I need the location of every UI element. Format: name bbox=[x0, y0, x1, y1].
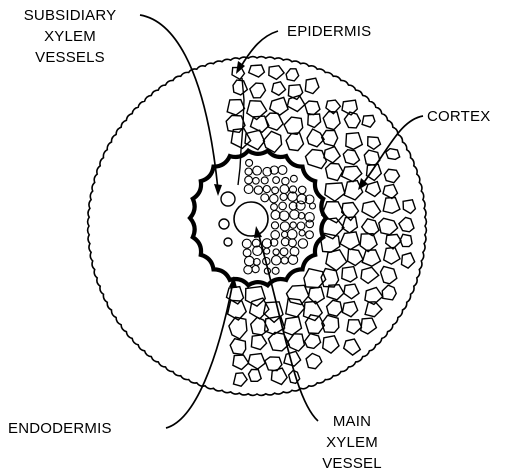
label-subsidiary-xylem-line1: SUBSIDIARY bbox=[24, 7, 117, 24]
label-subsidiary-xylem-line2: XYLEM bbox=[44, 28, 96, 45]
label-epidermis: EPIDERMIS bbox=[287, 23, 371, 40]
label-main-xylem-line1: MAIN bbox=[333, 413, 371, 430]
main-xylem-vessel bbox=[234, 202, 268, 236]
subsidiary-xylem-vessel bbox=[221, 192, 235, 206]
subsidiary-xylem-vessel bbox=[219, 219, 229, 229]
label-main-xylem-line3: VESSEL bbox=[322, 455, 382, 472]
label-subsidiary-xylem-line3: VESSELS bbox=[35, 49, 105, 66]
label-endodermis: ENDODERMIS bbox=[8, 420, 112, 437]
subsidiary-xylem-vessel bbox=[224, 238, 232, 246]
label-main-xylem-line2: XYLEM bbox=[326, 434, 378, 451]
label-cortex: CORTEX bbox=[427, 108, 490, 125]
